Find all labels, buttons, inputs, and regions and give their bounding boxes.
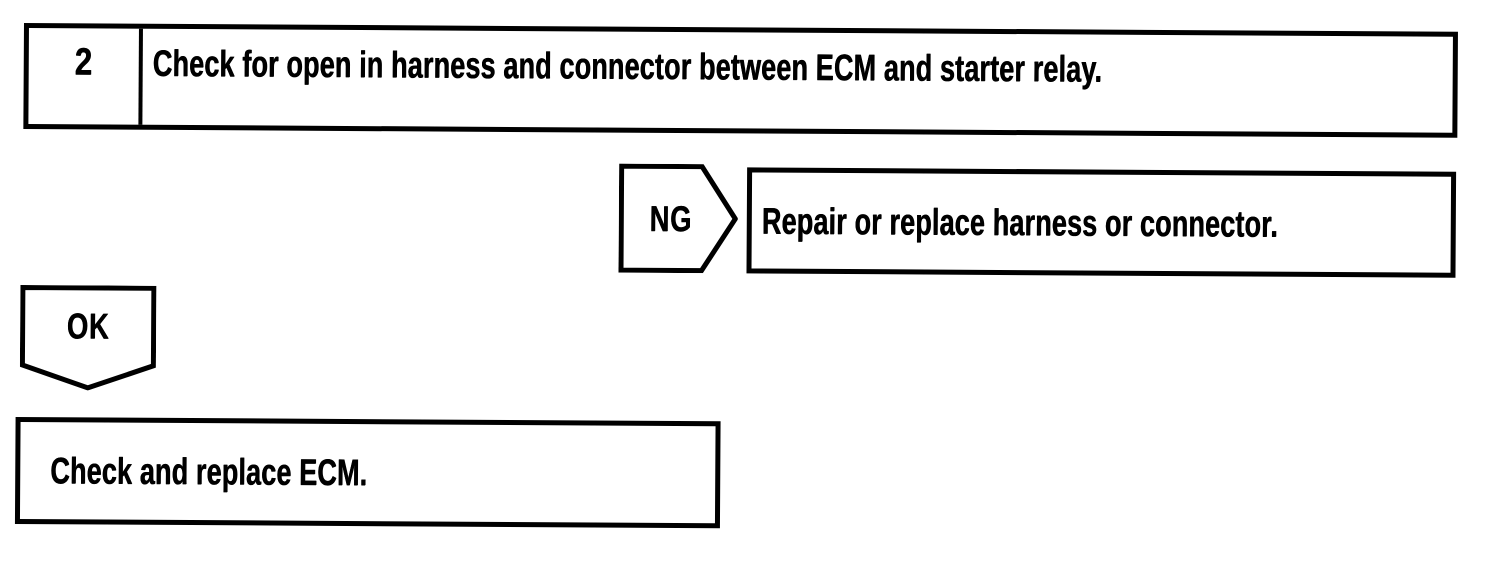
ok-action-text: Check and replace ECM. xyxy=(50,450,368,494)
ng-action-text: Repair or replace harness or connector. xyxy=(761,200,1278,245)
ok-pentagon-icon xyxy=(19,284,157,391)
ng-label-area: NG xyxy=(618,164,723,274)
ok-label-area: OK xyxy=(20,285,156,368)
ok-connector: OK xyxy=(19,284,157,391)
step-instruction-text: Check for open in harness and connector … xyxy=(152,42,1103,90)
ng-action-box: Repair or replace harness or connector. xyxy=(746,167,1457,278)
ng-connector: NG xyxy=(618,163,739,274)
step-number-cell: 2 xyxy=(28,28,143,125)
ok-label: OK xyxy=(66,305,110,347)
ng-label: NG xyxy=(649,197,693,239)
step-box: 2 Check for open in harness and connecto… xyxy=(23,23,1458,138)
step-number: 2 xyxy=(74,41,93,84)
ok-action-box: Check and replace ECM. xyxy=(14,416,721,529)
step-instruction-cell: Check for open in harness and connector … xyxy=(142,29,1453,133)
ng-pentagon-icon xyxy=(618,163,739,274)
